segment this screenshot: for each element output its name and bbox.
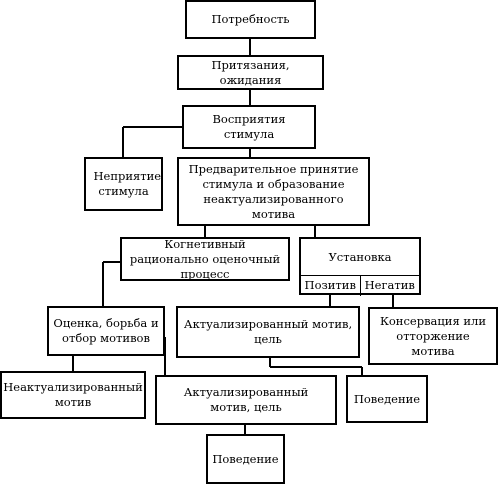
node-cognitive: Когнетивный рационально оценочный процес… [120, 237, 290, 281]
node-prelim: Предварительное принятие стимула и образ… [177, 157, 370, 226]
node-behavior-bottom: Поведение [206, 434, 285, 484]
node-need: Потребность [185, 0, 316, 39]
node-claims: Притязания, ожидания [177, 55, 324, 90]
node-evaluation: Оценка, борьба и отбор мотивов [47, 306, 165, 356]
node-non-perception: Неприятие стимула [84, 157, 163, 211]
node-conservation: Консервация или отторжение мотива [368, 307, 498, 365]
attitude-negative: Негатив [364, 278, 415, 292]
node-actual-motive-right: Актуализированный мотив, цель [176, 306, 360, 358]
attitude-options: Позитив Негатив [301, 275, 419, 296]
attitude-positive: Позитив [301, 276, 361, 296]
node-non-actual-motive: Неактуализированный мотив [0, 371, 146, 419]
node-behavior-right: Поведение [346, 375, 428, 423]
node-actual-motive-center: Актуализированный мотив, цель [155, 375, 337, 425]
node-attitude: Установка Позитив Негатив [299, 237, 421, 296]
attitude-title: Установка [328, 250, 392, 264]
node-perception: Восприятия стимула [182, 105, 316, 149]
